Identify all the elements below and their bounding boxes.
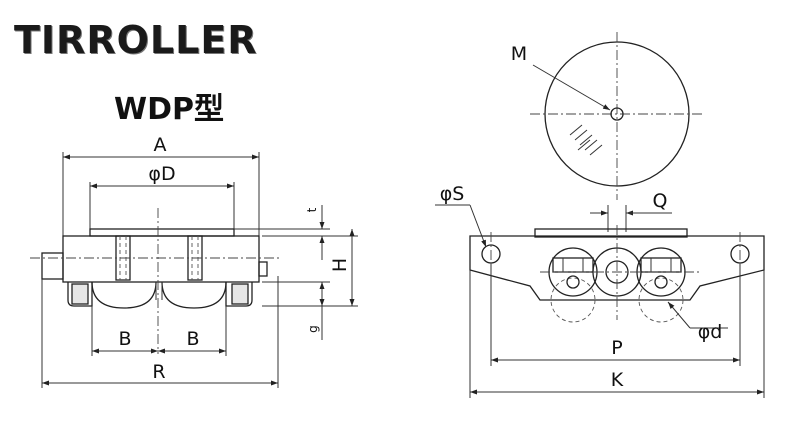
dim-p-label: P [611,337,622,359]
brand-logo: TIRROLLER [14,18,258,62]
dim-h-label: H [329,258,351,272]
front-view [30,152,358,388]
dim-g-label: g [306,325,320,333]
dim-a-label: A [154,134,167,156]
dim-r-label: R [152,361,165,383]
dim-k-label: K [611,369,624,391]
model-title: WDP型 [114,92,224,127]
center-hole [610,107,624,121]
dim-t-label: t [305,207,319,212]
dim-s-label: φS [440,183,465,205]
dim-d-small-label: φd [698,321,723,343]
dim-b2-label: B [186,328,199,350]
dim-d-label: φD [148,163,175,185]
side-view [435,204,765,398]
dim-b1-label: B [118,328,131,350]
top-view [530,32,704,200]
dim-m-label: M [511,43,527,65]
dim-q-label: Q [653,190,668,212]
